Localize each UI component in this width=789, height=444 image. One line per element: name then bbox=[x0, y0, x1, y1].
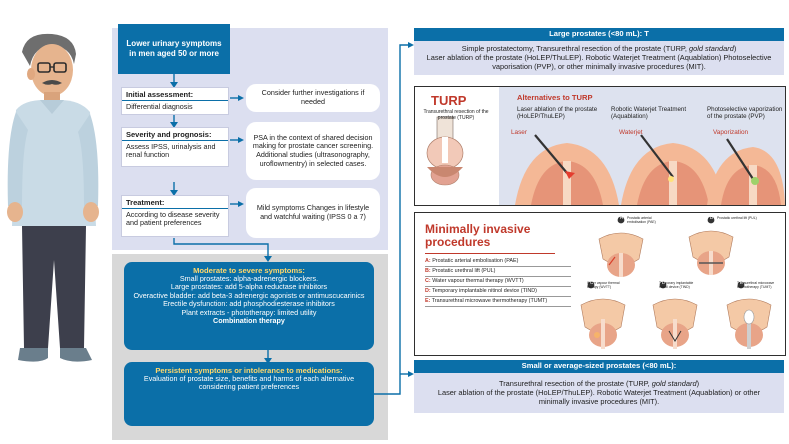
mi-item: E: Transurethral microwave thermotherapy… bbox=[425, 297, 571, 307]
persistent-heading: Persistent symptoms or intolerance to me… bbox=[155, 366, 343, 375]
large-prostates-header: Large prostates (<80 mL): T bbox=[414, 28, 784, 41]
mi-item: A: Prostatic arterial embolisation (PAE) bbox=[425, 257, 571, 267]
mi-title: Minimally invasive procedures bbox=[425, 222, 531, 249]
mi-list: A: Prostatic arterial embolisation (PAE)… bbox=[425, 257, 571, 307]
mi-fig-letter-b: B bbox=[709, 215, 714, 221]
combination-therapy: Combination therapy bbox=[213, 316, 285, 326]
turp-panel: TURP Transurethral resection of the pros… bbox=[414, 86, 786, 206]
alt-laser-label: Laser ablation of the prostate (HoLEP/Th… bbox=[517, 106, 598, 121]
alternatives-heading: Alternatives to TURP bbox=[517, 93, 593, 102]
large-prostates-body: Simple prostatectomy, Transurethral rese… bbox=[414, 41, 784, 75]
mi-item: C: Water vapour thermal therapy (WVTT) bbox=[425, 277, 571, 287]
turp-title: TURP bbox=[431, 93, 467, 108]
turp-illustration bbox=[426, 87, 785, 205]
minimally-invasive-panel: Minimally invasive procedures A: Prostat… bbox=[414, 212, 786, 356]
mi-fig-label-a: Prostatic arterial embolisation (PAE) bbox=[627, 216, 656, 224]
mi-fig-label-c: Water vapour thermal therapy (WVTT) bbox=[587, 281, 620, 289]
initial-assessment-heading: Initial assessment: bbox=[122, 88, 228, 101]
patient-illustration bbox=[7, 33, 99, 362]
turp-subtitle: Transurethral resection of the prostate … bbox=[423, 109, 489, 121]
moderate-line: Erectile dysfunction: add phosphodiester… bbox=[163, 299, 335, 309]
moderate-line: Small prostates: alpha-adrenergic blocke… bbox=[179, 274, 319, 283]
severity-note: PSA in the context of shared decision ma… bbox=[246, 122, 380, 180]
treatment-heading: Treatment: bbox=[122, 196, 228, 209]
start-text: Lower urinary symptoms in men aged 50 or… bbox=[126, 39, 222, 58]
mi-divider bbox=[425, 253, 555, 254]
initial-assessment-box: Initial assessment: Differential diagnos… bbox=[122, 88, 228, 114]
mi-fig-letter-d: D bbox=[661, 280, 666, 286]
mi-illustrations bbox=[580, 216, 772, 349]
tag-laser: Laser bbox=[511, 129, 527, 136]
start-box: Lower urinary symptoms in men aged 50 or… bbox=[118, 24, 230, 74]
moderate-heading: Moderate to severe symptoms: bbox=[193, 266, 305, 275]
treatment-note: Mild symptoms Changes in lifestyle and w… bbox=[246, 188, 380, 238]
severity-heading: Severity and prognosis: bbox=[122, 128, 228, 141]
tag-waterjet: Waterjet bbox=[619, 129, 643, 136]
mi-fig-label-e: Transurethral microwave thermotherapy (T… bbox=[737, 281, 775, 289]
treatment-box: Treatment: According to disease severity… bbox=[122, 196, 228, 236]
mi-fig-label-b: Prostatic urethral lift (PUL) bbox=[717, 216, 757, 220]
tag-vaporization: Vaporization bbox=[713, 129, 749, 136]
moderate-line: Plant extracts - phototherapy: limited u… bbox=[181, 307, 317, 317]
alt-pvp-label: Photoselective vaporization of the prost… bbox=[707, 106, 783, 121]
severity-text: Assess IPSS, urinalysis and renal functi… bbox=[126, 142, 216, 160]
mi-item: D: Temporary implantable nitinol device … bbox=[425, 287, 571, 297]
mi-fig-letter-c: C bbox=[589, 280, 594, 286]
small-prostates-body: Transurethral resection of the prostate … bbox=[414, 373, 784, 413]
initial-assessment-text: Differential diagnosis bbox=[126, 102, 193, 111]
treatment-text: According to disease severity and patien… bbox=[126, 210, 220, 228]
persistent-symptoms-card: Persistent symptoms or intolerance to me… bbox=[124, 362, 374, 426]
alt-waterjet-label: Robotic Waterjet Treatment (Aquablation) bbox=[611, 106, 687, 121]
initial-note: Consider further investigations if neede… bbox=[246, 84, 380, 112]
mi-item: B: Prostatic urethral lift (PUL) bbox=[425, 267, 571, 277]
persistent-text: Evaluation of prostate size, benefits an… bbox=[143, 374, 355, 392]
severity-box: Severity and prognosis: Assess IPSS, uri… bbox=[122, 128, 228, 166]
mi-fig-letter-a: A bbox=[619, 215, 624, 221]
mi-fig-label-d: Temporary implantable nitinol device (TI… bbox=[659, 281, 694, 289]
small-prostates-header: Small or average-sized prostates (<80 mL… bbox=[414, 360, 784, 373]
moderate-line: Large prostates: add 5-alpha reductase i… bbox=[170, 282, 328, 292]
moderate-line: Overactive bladder: add beta-3 adrenergi… bbox=[133, 290, 365, 300]
moderate-symptoms-card: Moderate to severe symptoms: Small prost… bbox=[124, 262, 374, 350]
mi-fig-letter-e: E bbox=[739, 280, 744, 286]
